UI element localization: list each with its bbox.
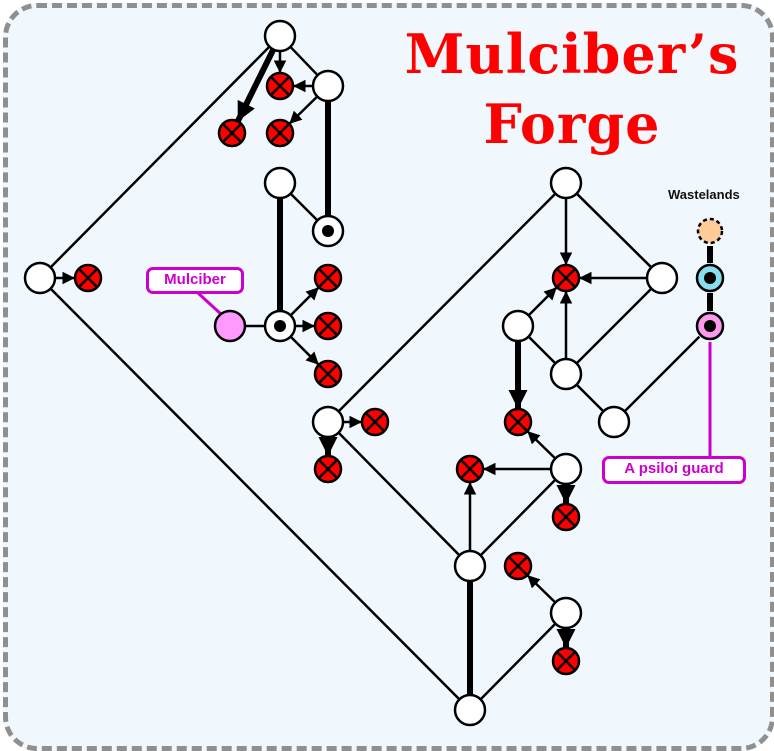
passage: [623, 335, 701, 413]
dead-end-icon: [551, 502, 581, 532]
passage: [337, 192, 557, 413]
wastelands-exit-node: [696, 217, 724, 245]
room-node: [263, 166, 297, 200]
room-node: [645, 261, 679, 295]
dead-end-icon: [313, 311, 343, 341]
one-way-passage: [289, 335, 320, 366]
dead-end-icon: [360, 407, 390, 437]
one-way-passage: [289, 286, 320, 317]
dead-end-icon: [313, 359, 343, 389]
dead-end-icon: [551, 646, 581, 676]
psiloi-guard-label: A psiloi guard: [602, 456, 746, 484]
room-node: [549, 596, 583, 630]
one-way-passage: [526, 574, 557, 604]
dead-end-icon: [503, 407, 533, 437]
passage: [479, 478, 557, 557]
mulciber-node: [213, 309, 247, 343]
room-node: [453, 693, 487, 727]
one-way-passage: [235, 48, 277, 123]
ringed-node-center: [322, 225, 334, 237]
room-node: [23, 261, 57, 295]
mulciber-label: Mulciber: [146, 267, 244, 294]
passage: [49, 45, 271, 269]
dead-end-icon: [265, 118, 295, 148]
passage: [337, 431, 461, 557]
one-way-passage: [526, 430, 557, 460]
dead-end-icon: [503, 551, 533, 581]
room-node: [549, 357, 583, 391]
room-node: [263, 19, 297, 53]
room-node: [597, 405, 631, 439]
ringed-node-center: [274, 320, 286, 332]
room-node: [311, 69, 345, 103]
passage: [575, 287, 653, 365]
ringed-node-center: [704, 272, 716, 284]
wastelands-label: Wastelands: [668, 187, 740, 202]
passage: [527, 335, 557, 365]
passage: [479, 622, 557, 701]
ringed-node-center: [704, 320, 716, 332]
passage: [575, 192, 653, 269]
title-line-1: Mulciber’s: [404, 22, 740, 86]
dead-end-icon: [217, 118, 247, 148]
passage: [289, 192, 319, 222]
room-node: [453, 549, 487, 583]
title-line-2: Forge: [483, 92, 661, 156]
room-node: [549, 452, 583, 486]
room-node: [501, 309, 535, 343]
passage: [289, 45, 319, 77]
room-node: [311, 405, 345, 439]
mulciber-callout-line: [196, 291, 224, 317]
passage: [575, 383, 605, 413]
one-way-passage: [527, 286, 558, 317]
dead-end-icon: [313, 263, 343, 293]
dead-end-icon: [313, 454, 343, 484]
one-way-passage: [288, 95, 319, 125]
dead-end-icon: [265, 71, 295, 101]
map-frame: [3, 3, 774, 751]
dead-end-icon: [73, 263, 103, 293]
passage: [49, 287, 461, 701]
dead-end-icon: [455, 454, 485, 484]
room-node: [549, 166, 583, 200]
dead-end-icon: [551, 263, 581, 293]
